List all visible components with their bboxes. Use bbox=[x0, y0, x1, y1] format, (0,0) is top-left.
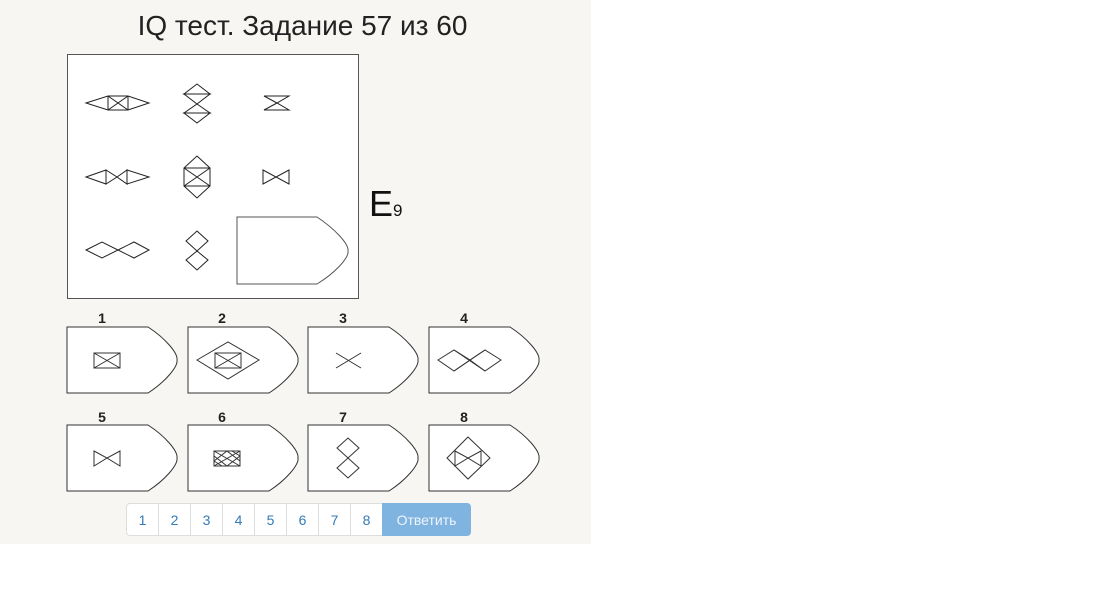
page-button-7[interactable]: 7 bbox=[318, 503, 351, 536]
task-code: E9 bbox=[369, 183, 402, 225]
page-button-3[interactable]: 3 bbox=[190, 503, 223, 536]
option-number-4: 4 bbox=[460, 310, 468, 326]
puzzle-matrix bbox=[67, 54, 359, 299]
option-number-6: 6 bbox=[218, 409, 226, 425]
page-button-4[interactable]: 4 bbox=[222, 503, 255, 536]
matrix-cell-3 bbox=[263, 95, 291, 111]
answer-option-1[interactable] bbox=[66, 326, 180, 396]
answer-option-8[interactable] bbox=[428, 424, 542, 494]
page-button-2[interactable]: 2 bbox=[158, 503, 191, 536]
task-code-number: 9 bbox=[393, 201, 403, 220]
matrix-cell-4 bbox=[84, 169, 151, 185]
answer-option-5[interactable] bbox=[66, 424, 180, 494]
answer-option-7[interactable] bbox=[307, 424, 421, 494]
answer-option-3[interactable] bbox=[307, 326, 421, 396]
matrix-cell-5 bbox=[183, 155, 211, 199]
submit-answer-button[interactable]: Ответить bbox=[382, 503, 471, 536]
page-button-1[interactable]: 1 bbox=[126, 503, 159, 536]
option-number-1: 1 bbox=[98, 310, 106, 326]
page-title: IQ тест. Задание 57 из 60 bbox=[137, 10, 468, 41]
answer-pagination: 1 2 3 4 5 6 7 8 Ответить bbox=[126, 503, 471, 536]
option-number-8: 8 bbox=[460, 409, 468, 425]
missing-cell-placeholder bbox=[236, 216, 349, 285]
option-number-3: 3 bbox=[339, 310, 347, 326]
matrix-figures bbox=[84, 83, 349, 285]
answer-option-4[interactable] bbox=[428, 326, 542, 396]
option-number-7: 7 bbox=[339, 409, 347, 425]
matrix-cell-8 bbox=[185, 230, 209, 271]
test-panel: IQ тест. Задание 57 из 60 bbox=[0, 0, 591, 544]
matrix-cell-7 bbox=[84, 241, 151, 259]
answer-option-6[interactable] bbox=[187, 424, 301, 494]
page-button-8[interactable]: 8 bbox=[350, 503, 383, 536]
matrix-cell-1 bbox=[84, 95, 151, 111]
page-button-6[interactable]: 6 bbox=[286, 503, 319, 536]
matrix-cell-2 bbox=[182, 83, 212, 124]
page-button-5[interactable]: 5 bbox=[254, 503, 287, 536]
option-number-2: 2 bbox=[218, 310, 226, 326]
option-number-5: 5 bbox=[98, 409, 106, 425]
task-code-letter: E bbox=[369, 183, 394, 224]
matrix-cell-6 bbox=[262, 169, 290, 185]
answer-option-2[interactable] bbox=[187, 326, 301, 396]
